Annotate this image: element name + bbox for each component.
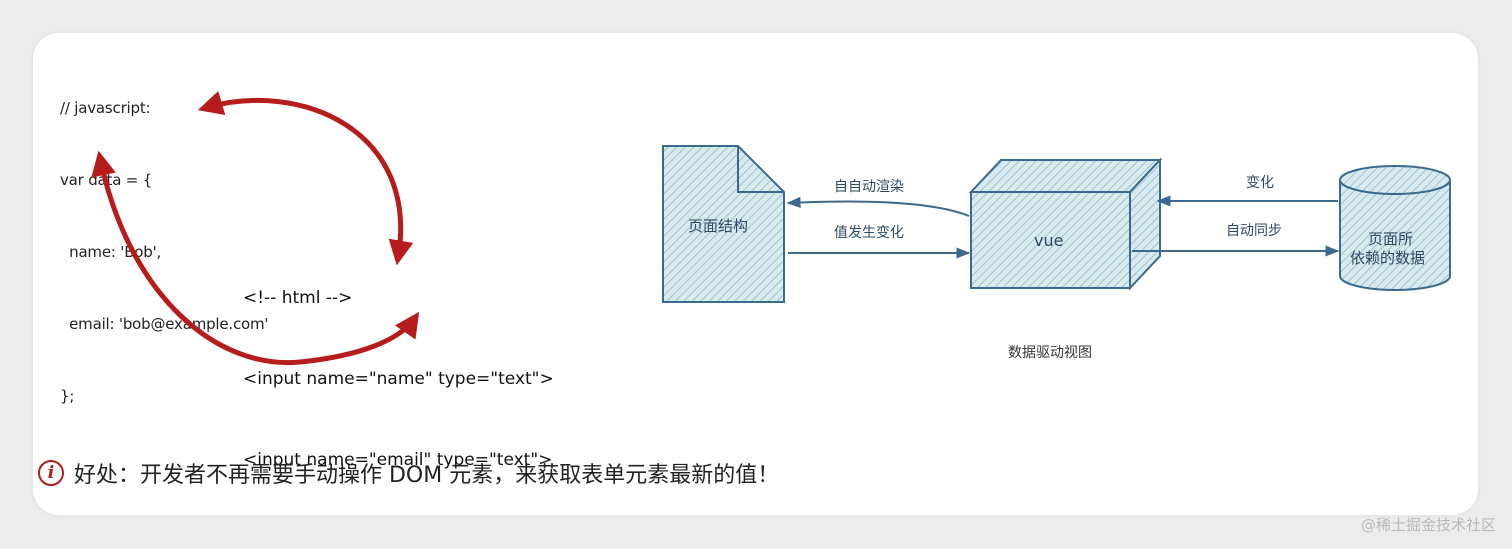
info-icon: i: [38, 460, 64, 486]
diagram-caption: 数据驱动视图: [1008, 345, 1092, 361]
value-changed-label: 值发生变化: [834, 225, 904, 241]
data-cylinder-shape: [1339, 165, 1451, 291]
change-label: 变化: [1246, 175, 1274, 191]
data-source-label-2: 依赖的数据: [1350, 249, 1426, 267]
js-line-1: // javascript:: [60, 99, 151, 117]
auto-render-label: 自自动渲染: [834, 179, 904, 195]
page-structure-label: 页面结构: [688, 217, 749, 235]
auto-sync-label: 自动同步: [1226, 223, 1282, 239]
data-source-label-1: 页面所: [1368, 230, 1414, 248]
page-structure-shape: [662, 145, 785, 303]
email-binding-arrow: [91, 150, 420, 366]
html-line-3: <input name="email" type="text">: [243, 450, 553, 470]
vue-cube-shape: [968, 157, 1163, 291]
auto-render-arrow: [786, 196, 970, 217]
tip-row: i 好处：开发者不再需要手动操作 DOM 元素，来获取表单元素最新的值！: [38, 456, 779, 490]
vue-label: vue: [1034, 231, 1064, 250]
tip-text: 好处：开发者不再需要手动操作 DOM 元素，来获取表单元素最新的值！: [74, 463, 780, 488]
js-line-5: };: [60, 387, 75, 405]
name-binding-arrow: [197, 91, 414, 266]
watermark: @稀土掘金技术社区: [1360, 516, 1496, 534]
html-line-2: <input name="name" type="text">: [243, 369, 554, 389]
